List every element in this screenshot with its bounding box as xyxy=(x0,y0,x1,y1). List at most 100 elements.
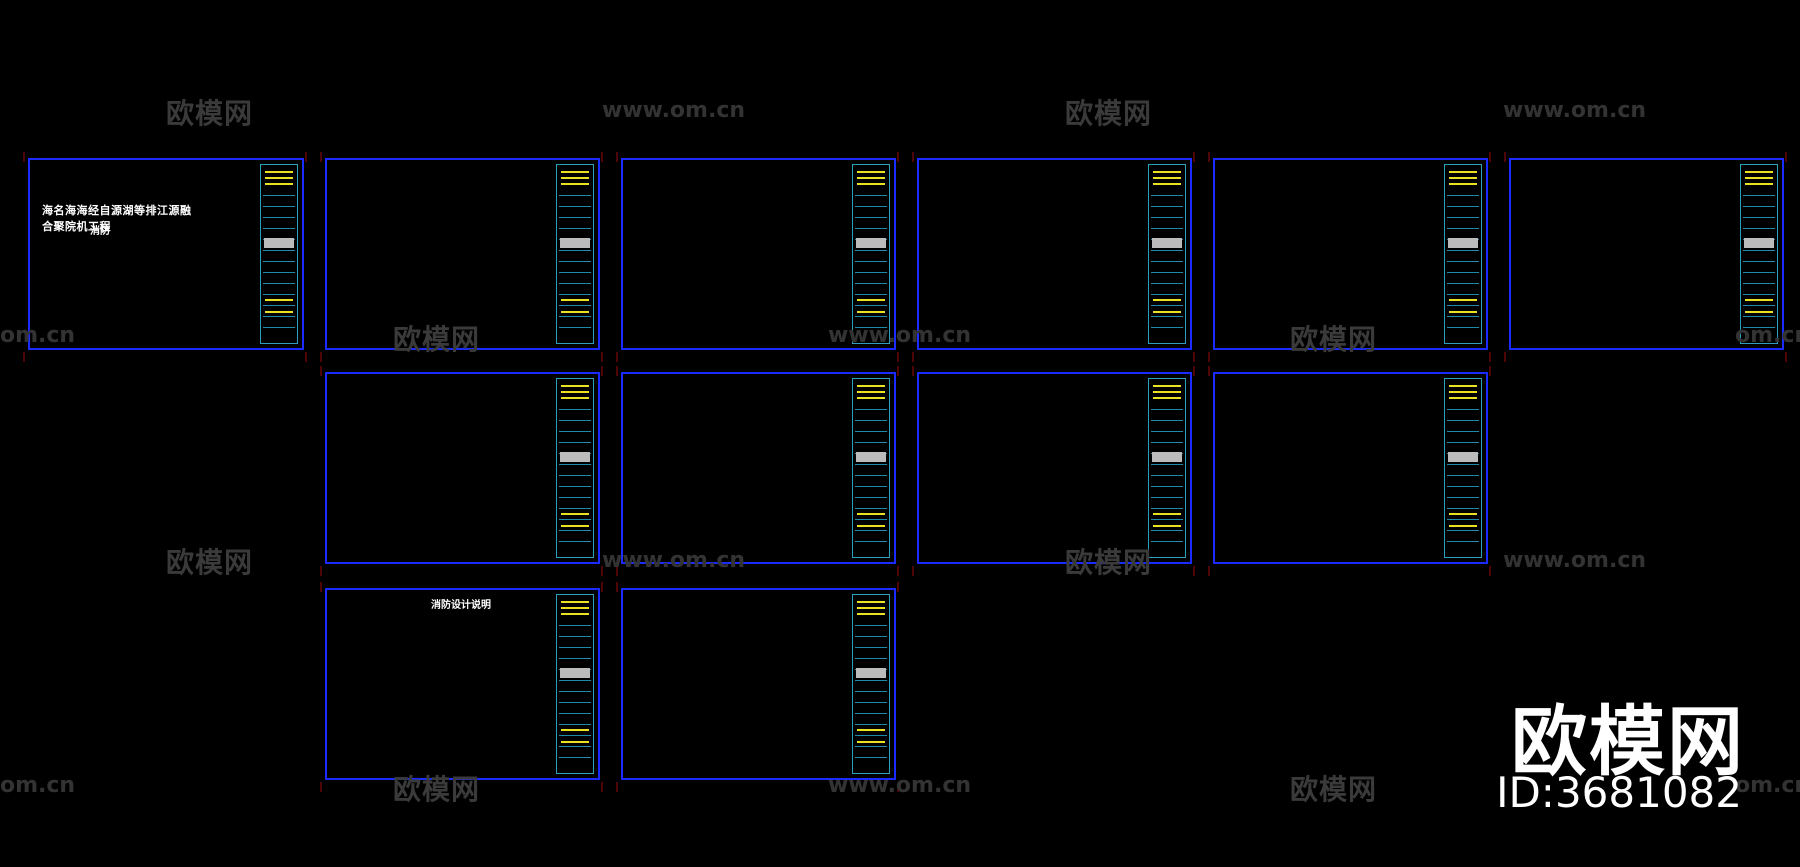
title-block-rule xyxy=(1151,217,1183,218)
title-block-rule xyxy=(1447,530,1479,531)
title-block-stripe xyxy=(1153,397,1181,399)
sheet-plan-2[interactable] xyxy=(1213,158,1488,350)
title-block-rule xyxy=(1743,272,1775,273)
title-block-rule xyxy=(1447,519,1479,520)
watermark-brand: 欧模网 xyxy=(393,773,481,806)
title-block-rule xyxy=(263,261,295,262)
title-block-rule xyxy=(559,486,591,487)
title-block-rule xyxy=(1743,316,1775,317)
title-block-stamp xyxy=(1744,237,1774,248)
title-block-stamp xyxy=(856,237,886,248)
title-block-rule xyxy=(1447,508,1479,509)
sheet-plan-3[interactable] xyxy=(1509,158,1784,350)
sheet-plan-1[interactable] xyxy=(917,158,1192,350)
title-block-rule xyxy=(855,636,887,637)
title-block-rule xyxy=(263,283,295,284)
title-block-stripe xyxy=(857,171,885,173)
title-block-rule xyxy=(559,625,591,626)
title-block-stripe xyxy=(857,601,885,603)
title-block-rule xyxy=(1447,541,1479,542)
watermark-brand-large: 欧模网 xyxy=(1511,697,1745,786)
title-block-rule xyxy=(855,228,887,229)
title-block-rule xyxy=(855,541,887,542)
sheet-design-notes[interactable]: 消防设计说明 xyxy=(325,588,600,780)
title-block-rule xyxy=(559,431,591,432)
title-block-rule xyxy=(263,250,295,251)
title-block-rule xyxy=(559,475,591,476)
title-block-rule xyxy=(1151,261,1183,262)
title-block-rule xyxy=(1743,327,1775,328)
title-block-stripe xyxy=(1745,183,1773,185)
title-block-rule xyxy=(559,228,591,229)
title-block-rule xyxy=(559,420,591,421)
title-block-rule xyxy=(855,724,887,725)
title-block-rule xyxy=(1743,305,1775,306)
sheet-details[interactable] xyxy=(325,372,600,564)
title-block-stripe xyxy=(1745,177,1773,179)
watermark-brand: 欧模网 xyxy=(166,546,254,579)
title-block-rule xyxy=(1447,261,1479,262)
title-block-rule xyxy=(1447,195,1479,196)
title-block-stripe xyxy=(1449,183,1477,185)
title-block-rule xyxy=(263,305,295,306)
title-block xyxy=(852,594,890,774)
watermark-url: om.cn xyxy=(1735,773,1800,798)
title-block-rule xyxy=(263,217,295,218)
title-block-stamp xyxy=(1152,451,1182,462)
title-block-stamp xyxy=(264,237,294,248)
title-block-stripe xyxy=(561,183,589,185)
sheet-plan-4[interactable] xyxy=(917,372,1192,564)
sheet-system-diagram[interactable] xyxy=(621,372,896,564)
title-block-rule xyxy=(559,217,591,218)
title-block-rule xyxy=(855,746,887,747)
title-block-stripe xyxy=(857,524,885,527)
sheet-plan-5[interactable] xyxy=(1213,372,1488,564)
title-block xyxy=(556,164,594,344)
title-block xyxy=(260,164,298,344)
title-block-rule xyxy=(855,420,887,421)
title-block-rule xyxy=(559,541,591,542)
title-block-stripe xyxy=(857,729,885,732)
title-block-stripe xyxy=(561,177,589,179)
title-block-rule xyxy=(855,486,887,487)
title-block-stamp xyxy=(560,451,590,462)
title-block-stripe xyxy=(1449,310,1477,313)
watermark-url: www.om.cn xyxy=(602,98,746,123)
title-block-rule xyxy=(1447,486,1479,487)
sheet-general-notes[interactable] xyxy=(325,158,600,350)
title-block-rule xyxy=(1743,250,1775,251)
watermark-url: www.om.cn xyxy=(828,773,972,798)
title-block-rule xyxy=(1151,486,1183,487)
title-block-rule xyxy=(1151,442,1183,443)
title-block-stripe xyxy=(1449,299,1477,302)
title-block-rule xyxy=(855,206,887,207)
watermark-url: www.om.cn xyxy=(1503,98,1647,123)
title-block-rule xyxy=(1447,217,1479,218)
title-block-rule xyxy=(559,519,591,520)
title-block-rule xyxy=(855,702,887,703)
sheet-plan-6[interactable] xyxy=(621,588,896,780)
title-block-stripe xyxy=(561,513,589,516)
watermark-brand: 欧模网 xyxy=(393,323,481,356)
title-block-stripe xyxy=(1449,524,1477,527)
title-block-rule xyxy=(855,625,887,626)
title-block-rule xyxy=(855,409,887,410)
title-block-stamp xyxy=(1448,237,1478,248)
title-block-stripe xyxy=(857,177,885,179)
title-block-stripe xyxy=(1449,385,1477,387)
title-block-rule xyxy=(855,658,887,659)
title-block-rule xyxy=(559,530,591,531)
title-block xyxy=(556,594,594,774)
sheet-cover[interactable]: 海名海海经自源湖等排江源融合聚院机工程 消防 xyxy=(28,158,304,350)
title-block-rule xyxy=(559,647,591,648)
title-block-rule xyxy=(855,464,887,465)
title-block-stripe xyxy=(857,385,885,387)
title-block-stripe xyxy=(1153,513,1181,516)
title-block-rule xyxy=(855,519,887,520)
sheet-legend[interactable] xyxy=(621,158,896,350)
title-block-rule xyxy=(1447,305,1479,306)
title-block-rule xyxy=(1447,497,1479,498)
watermark-url: om.cn xyxy=(0,323,76,348)
cover-title: 海名海海经自源湖等排江源融合聚院机工程 xyxy=(42,204,192,233)
title-block-stripe xyxy=(1153,391,1181,393)
